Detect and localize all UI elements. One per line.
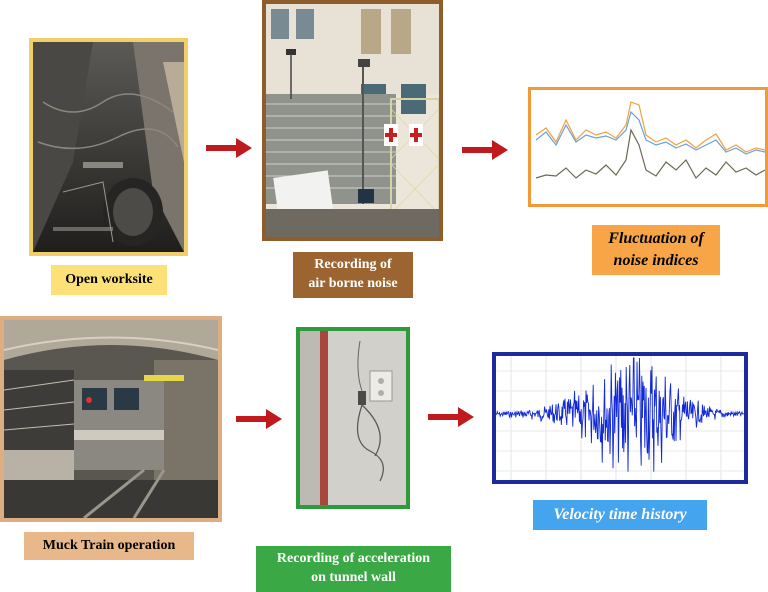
- airborne-noise-photo: [262, 0, 443, 241]
- arrow-icon: [462, 140, 508, 160]
- velocity-label: Velocity time history: [533, 500, 707, 530]
- velocity-history-chart: [492, 352, 748, 484]
- muck-train-photo: [0, 316, 222, 522]
- acceleration-label: Recording of acceleration on tunnel wall: [256, 546, 451, 592]
- muck-train-label: Muck Train operation: [24, 532, 194, 560]
- arrow-icon: [236, 409, 282, 429]
- arrow-icon: [428, 407, 474, 427]
- arrow-icon: [206, 138, 252, 158]
- open-worksite-label: Open worksite: [51, 265, 167, 295]
- airborne-noise-label: Recording of air borne noise: [293, 252, 413, 298]
- acceleration-photo: [296, 327, 410, 509]
- noise-indices-chart: [528, 87, 768, 207]
- open-worksite-photo: [29, 38, 188, 256]
- noise-indices-label: Fluctuation of noise indices: [592, 225, 720, 275]
